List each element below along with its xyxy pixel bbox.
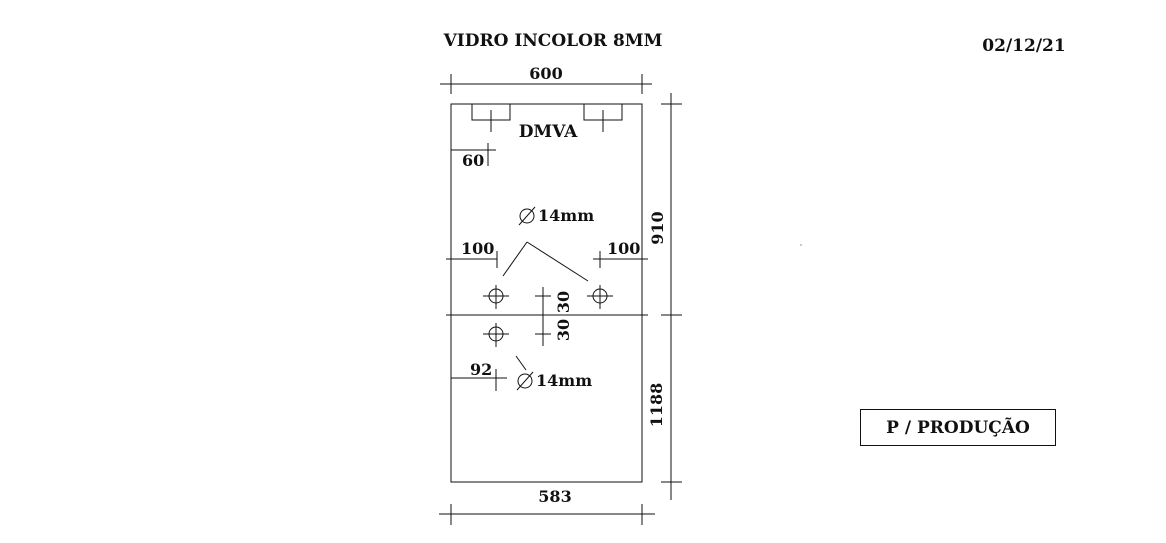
- upper-diameter-symbol: [518, 206, 536, 226]
- hole-upper-left: [483, 285, 509, 309]
- hole-upper-right: [587, 285, 613, 309]
- lower-hole-offset-dimension: [451, 369, 507, 391]
- hinge-cutout-right: [583, 104, 623, 132]
- right-hole-offset-value: 100: [607, 239, 640, 258]
- upper-diameter-value: 14mm: [538, 206, 594, 225]
- center-spacing-marks: [535, 287, 551, 346]
- lower-diameter-value: 14mm: [536, 371, 592, 390]
- lower-diameter-symbol: [516, 371, 534, 391]
- production-status-box: P / PRODUÇÃO: [860, 409, 1056, 446]
- upper-diameter-leaders: [502, 241, 589, 282]
- top-width-dimension: [440, 74, 652, 94]
- hole-lower-left: [483, 323, 509, 347]
- left-hole-offset-dimension: [446, 251, 498, 268]
- lower-spacing-value: 30: [554, 319, 573, 341]
- left-hole-offset-value: 100: [461, 239, 494, 258]
- glass-panel-outline: [450, 103, 643, 483]
- hinge-offset-value: 60: [462, 151, 484, 170]
- bottom-width-value: 583: [538, 487, 571, 506]
- hinge-offset-dimension: [451, 143, 496, 166]
- upper-spacing-value: 30: [554, 291, 573, 313]
- bottom-width-dimension: [439, 504, 655, 525]
- right-hole-offset-dimension: [593, 251, 648, 268]
- top-width-value: 600: [529, 64, 562, 83]
- height-dimension: [661, 93, 682, 500]
- drawing-date: 02/12/21: [982, 36, 1065, 56]
- lower-hole-offset-value: 92: [470, 360, 492, 379]
- production-status-label: P / PRODUÇÃO: [886, 417, 1030, 438]
- stray-dot: [800, 244, 802, 246]
- lower-height-value: 1188: [647, 383, 666, 428]
- lower-diameter-leader: [515, 355, 527, 371]
- upper-height-value: 910: [648, 211, 667, 244]
- drawing-title: VIDRO INCOLOR 8MM: [443, 31, 663, 51]
- panel-label: DMVA: [519, 122, 578, 142]
- hinge-cutout-left: [471, 104, 511, 132]
